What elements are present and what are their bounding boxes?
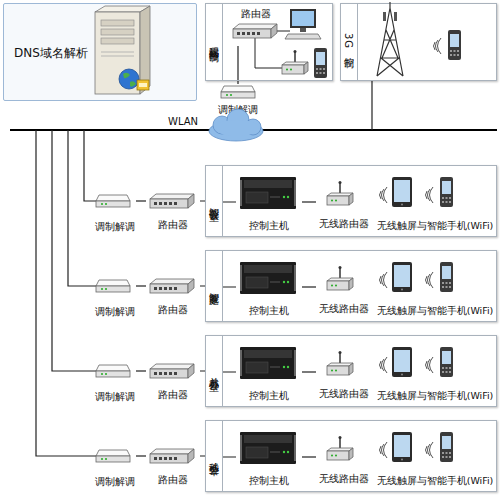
- modem-node: 调制解调: [94, 363, 136, 403]
- control-host-node: 控制主机: [236, 259, 302, 317]
- node-label: 调制解调: [94, 476, 136, 488]
- wifi-waves: [434, 38, 442, 54]
- cable-connector: [200, 371, 236, 372]
- bus-wire: [52, 130, 96, 371]
- bus-wire: [84, 130, 96, 201]
- bus-wire: [36, 130, 96, 456]
- router-node: 路由器: [228, 8, 284, 46]
- cable-connector: [136, 455, 146, 456]
- phone-icon: [314, 48, 327, 78]
- row-icons: [96, 177, 453, 209]
- row-icons: [96, 262, 453, 294]
- zone-box: 总裁办公室控制主机 无线路由器无线触屏与智能手机(WiFi): [205, 335, 497, 407]
- node-label: 控制主机: [236, 390, 302, 402]
- control-host-node: 控制主机: [236, 344, 302, 402]
- zone-box: 移动办公车控制主机 无线路由器无线触屏与智能手机(WiFi): [205, 420, 497, 492]
- tower-icon: [377, 2, 403, 76]
- terminal-node: 无线触屏与智能手机(WiFi): [374, 259, 496, 317]
- wireless-router-node: 无线路由器: [316, 265, 372, 315]
- modem-node: 调制解调: [212, 84, 264, 116]
- cable-connector: [237, 46, 238, 84]
- node-label: 控制主机: [236, 475, 302, 487]
- node-label: 路由器: [146, 389, 200, 401]
- zone-box: 智能会议室控制主机 无线路由器无线触屏与智能手机(WiFi): [205, 165, 497, 237]
- node-label: 调制解调: [94, 391, 136, 403]
- node-label: 无线触屏与智能手机(WiFi): [374, 305, 496, 317]
- control-host-node: 控制主机: [236, 429, 302, 487]
- router-node: 路由器: [146, 353, 200, 401]
- modem-icon: [221, 86, 255, 98]
- node-label: 路由器: [146, 304, 200, 316]
- computer-icon: [285, 9, 321, 39]
- cable-connector: [302, 371, 316, 372]
- node-label: 路由器: [146, 219, 200, 231]
- wireless-router-icon: [282, 50, 308, 74]
- bus-wire: [68, 130, 96, 286]
- lan-wire: [277, 31, 290, 32]
- zone-heading: 远程网络控制: [206, 4, 223, 80]
- router-node: 路由器: [146, 268, 200, 316]
- zone-box: 智能家庭控制主机 无线路由器无线触屏与智能手机(WiFi): [205, 250, 497, 322]
- bus-wire: [371, 81, 372, 130]
- server-panel: DNS域名解析: [3, 3, 197, 101]
- router-icon: [233, 24, 277, 38]
- zone-box: 3G控制: [340, 3, 497, 81]
- node-label: 无线触屏与智能手机(WiFi): [374, 220, 496, 232]
- node-label: 控制主机: [236, 220, 302, 232]
- bus-wire: [237, 116, 238, 130]
- row-icons: [96, 347, 453, 379]
- cable-connector: [200, 201, 236, 202]
- node-label: 无线路由器: [316, 303, 372, 315]
- control-host-node: 控制主机: [236, 174, 302, 232]
- network-label: WLAN: [168, 116, 198, 128]
- node-label: DNS域名解析: [14, 46, 88, 60]
- node-label: 控制主机: [236, 305, 302, 317]
- node-label: 无线路由器: [316, 218, 372, 230]
- node-label: 路由器: [146, 474, 200, 486]
- modem-node: 调制解调: [94, 278, 136, 318]
- row-icons: [96, 432, 453, 464]
- zone-heading: 总裁办公室: [206, 336, 223, 406]
- node-label: 调制解调: [94, 221, 136, 233]
- modem-node: 调制解调: [94, 193, 136, 233]
- node-label: 无线路由器: [316, 388, 372, 400]
- cloud-fill: [215, 120, 259, 136]
- wireless-router-node: 无线路由器: [316, 435, 372, 485]
- cable-connector: [302, 201, 316, 202]
- cable-connector: [302, 456, 316, 457]
- cable-connector: [136, 285, 146, 286]
- zone-heading: 移动办公车: [206, 421, 223, 491]
- zone-heading: 智能会议室: [206, 166, 223, 236]
- wireless-router-node: 无线路由器: [316, 180, 372, 230]
- zone-box: 远程网络控制路由器: [205, 3, 333, 81]
- terminal-node: 无线触屏与智能手机(WiFi): [374, 429, 496, 487]
- zone-heading: 智能家庭: [206, 251, 223, 321]
- node-label: 无线路由器: [316, 473, 372, 485]
- cable-connector: [136, 370, 146, 371]
- wlan-bus: [10, 129, 497, 131]
- node-label: 无线触屏与智能手机(WiFi): [374, 390, 496, 402]
- node-label: 无线触屏与智能手机(WiFi): [374, 475, 496, 487]
- lan-wire: [255, 38, 282, 68]
- terminal-node: 无线触屏与智能手机(WiFi): [374, 174, 496, 232]
- node-label: 调制解调: [212, 104, 264, 116]
- terminal-node: 无线触屏与智能手机(WiFi): [374, 344, 496, 402]
- node-label: 调制解调: [94, 306, 136, 318]
- cable-connector: [200, 456, 236, 457]
- node-label: 路由器: [228, 8, 284, 20]
- cable-connector: [302, 286, 316, 287]
- cable-connector: [136, 200, 146, 201]
- router-node: 路由器: [146, 438, 200, 486]
- zone-heading: 3G控制: [341, 4, 358, 80]
- wireless-router-node: 无线路由器: [316, 350, 372, 400]
- router-node: 路由器: [146, 183, 200, 231]
- cable-connector: [200, 286, 236, 287]
- modem-node: 调制解调: [94, 448, 136, 488]
- phone-icon: [448, 30, 461, 60]
